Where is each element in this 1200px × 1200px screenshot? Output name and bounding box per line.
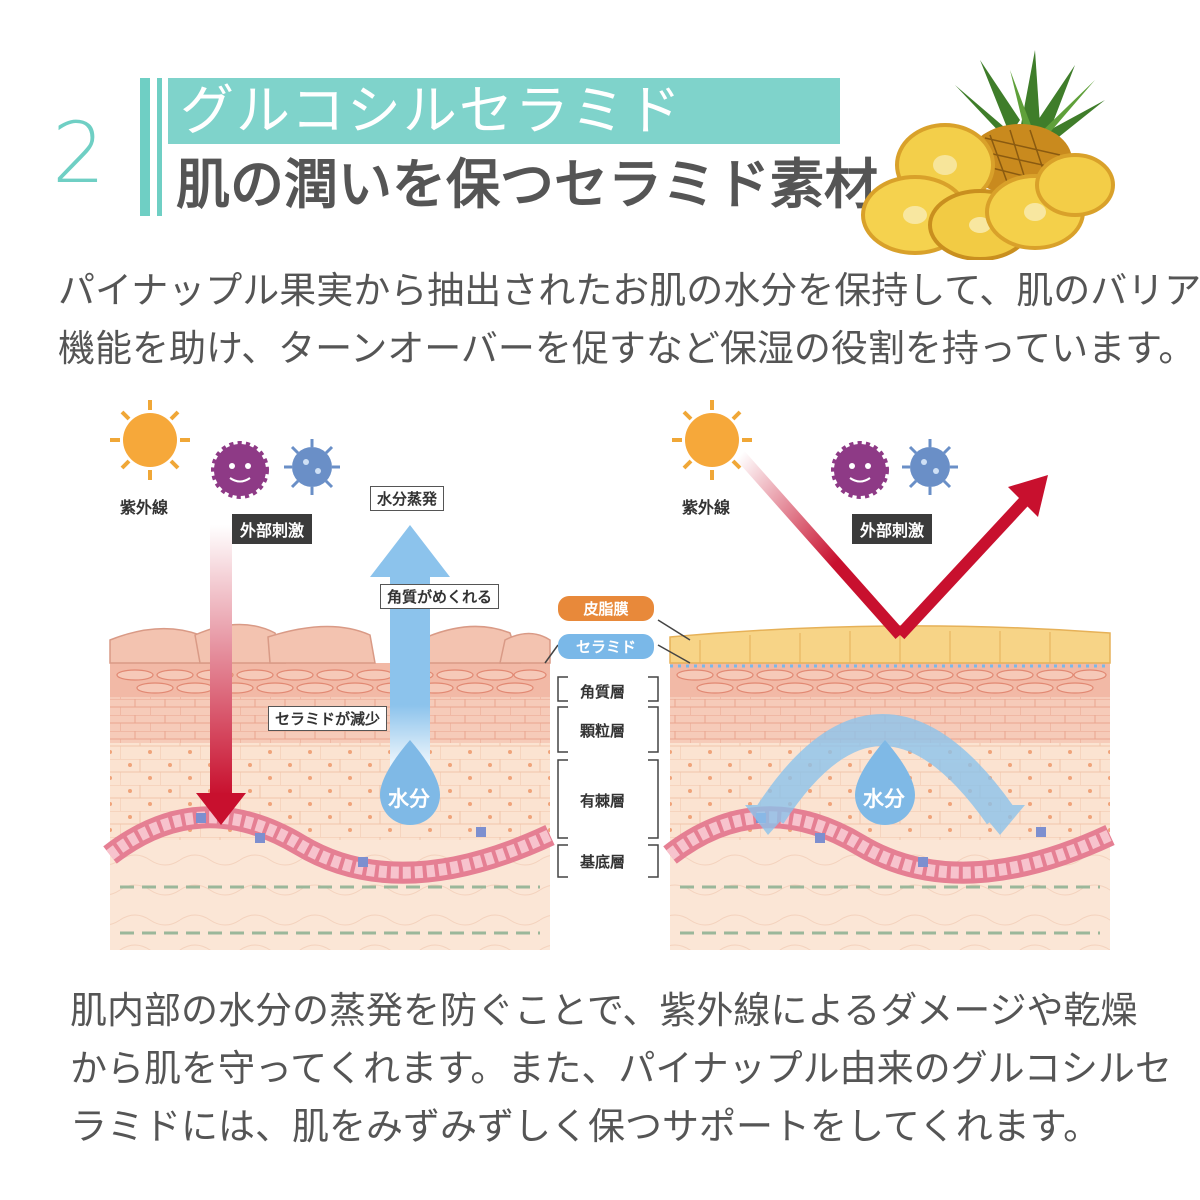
stimulus-label-left: 外部刺激 [232, 514, 313, 544]
outro-line-2: から肌を守ってくれます。また、パイナップル由来のグルコシルセ [70, 1047, 1172, 1090]
intro-text: パイナップル果実から抽出されたお肌の水分を保持して、肌のバリア 機能を助け、ター… [58, 262, 1200, 378]
outro-line-3: ラミドには、肌をみずみずしく保つサポートをしてくれます。 [70, 1105, 1101, 1148]
page-subtitle: 肌の潤いを保つセラミド素材 [176, 153, 878, 216]
accent-bar-thin [157, 78, 162, 216]
water-label-left: 水分 [388, 787, 430, 811]
outro-text: 肌内部の水分の蒸発を防ぐことで、紫外線によるダメージや乾燥 から肌を守ってくれま… [70, 982, 1172, 1156]
intro-line-1: パイナップル果実から抽出されたお肌の水分を保持して、肌のバリア [58, 269, 1200, 312]
peeling-label: 角質がめくれる [380, 584, 500, 609]
layer-spinous: 有棘層 [580, 792, 626, 810]
virus-icon-right [902, 439, 958, 495]
sebum-label: 皮脂膜 [558, 596, 654, 621]
uv-label-right: 紫外線 [682, 498, 731, 517]
virus-icon [284, 439, 340, 495]
germ-icon [211, 441, 269, 499]
section-number: 2 [52, 104, 106, 202]
pineapple-illustration [861, 50, 1115, 260]
water-label-right: 水分 [863, 787, 905, 811]
layer-stratum-corneum: 角質層 [580, 683, 626, 701]
sun-icon [110, 400, 190, 480]
uv-damage-arrow [196, 525, 246, 825]
layer-granular: 顆粒層 [580, 722, 626, 740]
right-skin-block [663, 625, 1115, 950]
outro-line-1: 肌内部の水分の蒸発を防ぐことで、紫外線によるダメージや乾燥 [70, 989, 1138, 1032]
accent-bar [140, 78, 150, 216]
ceramide-label: セラミド [558, 634, 654, 659]
stimulus-label-right: 外部刺激 [852, 514, 933, 544]
sun-icon-right [672, 400, 752, 480]
left-skin-block [103, 623, 555, 950]
evaporation-label: 水分蒸発 [370, 486, 445, 511]
uv-label-left: 紫外線 [120, 498, 169, 517]
water-drop-left [380, 740, 440, 825]
water-drop-right [855, 740, 915, 825]
germ-icon-right [831, 441, 889, 499]
skin-diagram [103, 400, 1115, 950]
title-band [168, 78, 840, 144]
water-retention-arrow [745, 714, 1025, 835]
layer-basal: 基底層 [580, 853, 626, 871]
ceramide-decrease-label: セラミドが減少 [268, 706, 388, 731]
layer-brackets [544, 619, 691, 878]
page-title: グルコシルセラミド [180, 79, 683, 142]
uv-reflect-arrow [735, 451, 1048, 640]
intro-line-2: 機能を助け、ターンオーバーを促すなど保湿の役割を持っています。 [58, 327, 1196, 370]
